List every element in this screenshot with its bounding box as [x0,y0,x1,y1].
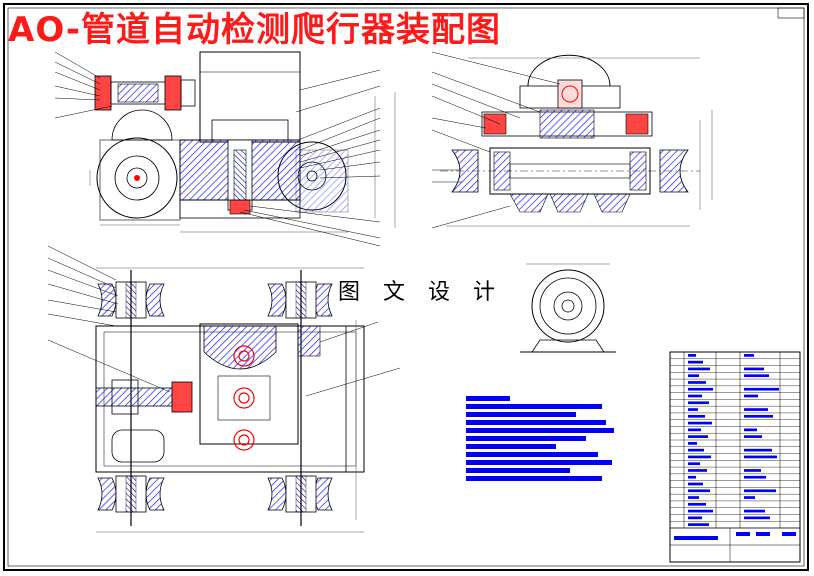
parts-list-entry [744,394,758,398]
parts-list-entry [688,374,699,378]
parts-list-entry [688,354,696,357]
parts-list-entry [688,482,703,486]
motor-detail-view [520,263,616,353]
parts-list-entry [688,469,707,472]
parts-list-entry [744,408,768,411]
parts-list-entry [688,435,708,438]
parts-list-entry [744,367,764,371]
parts-list-entry [688,502,706,506]
parts-list-entry [688,401,709,405]
parts-list-entry [688,394,702,398]
parts-list-entry [688,408,698,411]
drawing-border [3,3,809,571]
parts-list-entry [688,516,702,520]
parts-list-entry [688,428,701,432]
parts-list-entry [688,367,710,371]
parts-list-entry [744,448,772,452]
parts-list-entry [688,523,709,526]
parts-list-entry [744,387,779,391]
parts-list-entry [688,496,699,499]
parts-list-entry [744,374,769,378]
technical-notes [466,396,614,481]
parts-list-entry [688,448,704,452]
parts-list-entry [744,428,757,432]
top-view [47,245,401,533]
parts-list-entry [688,421,712,425]
parts-list-entry [744,455,777,459]
parts-list-entry [744,496,755,499]
parts-list-entry [688,442,697,445]
parts-list-entry [688,387,713,391]
parts-list-entry [688,381,706,384]
drawing-title: AO-管道自动检测爬行器装配图 [8,10,501,50]
parts-list-entry [744,435,762,438]
watermark-text: 图 文 设 计 [338,280,503,305]
side-view [431,51,713,229]
parts-list-entry [688,414,705,418]
parts-list-entry [744,469,761,472]
parts-list-entry [744,509,765,513]
parts-list-entry [744,489,776,493]
parts-list-entry [688,509,713,513]
parts-list-entry [744,354,754,357]
parts-list-entry [688,489,710,493]
parts-list-entry [688,462,700,466]
parts-list-entry [744,516,770,520]
front-view [54,51,396,247]
parts-list-entry [744,475,766,479]
parts-list-entry [688,475,696,479]
parts-list-entry [688,455,711,459]
title-block [669,351,801,563]
parts-list-entry [688,360,703,364]
parts-list-entry [744,414,773,418]
